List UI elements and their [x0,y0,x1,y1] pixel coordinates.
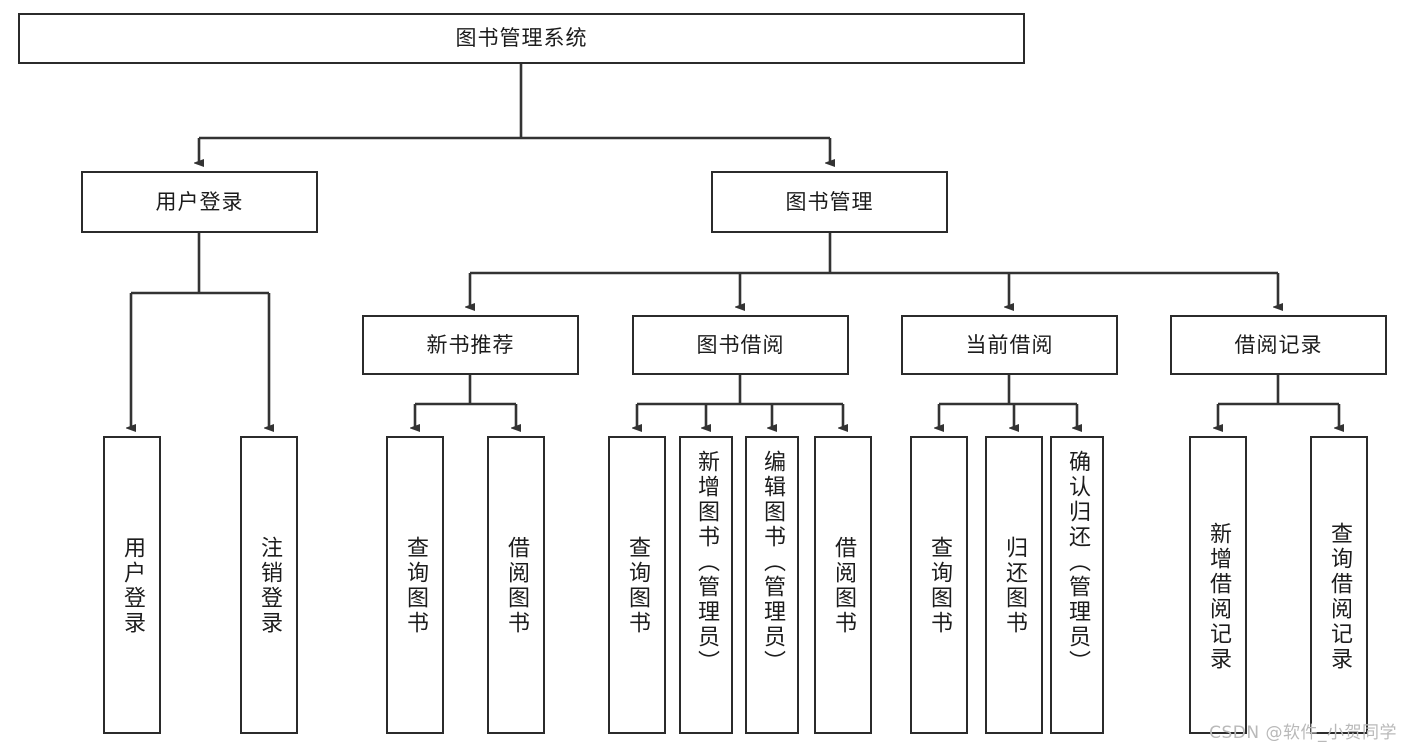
leaf-query-book-2[interactable]: 查询图书 [608,436,666,734]
node-book-borrow-label: 图书借阅 [696,332,785,357]
node-root[interactable]: 图书管理系统 [18,13,1025,64]
leaf-return-book[interactable]: 归还图书 [985,436,1043,734]
node-borrow-record-label: 借阅记录 [1234,332,1323,357]
leaf-logout[interactable]: 注销登录 [240,436,298,734]
leaf-borrow-book-2[interactable]: 借阅图书 [814,436,872,734]
leaf-return-book-label: 归还图书 [1002,536,1027,636]
leaf-query-book-2-label: 查询图书 [625,536,650,636]
node-current-borrow[interactable]: 当前借阅 [901,315,1118,375]
node-root-label: 图书管理系统 [455,26,588,51]
leaf-query-book-1-label: 查询图书 [403,536,428,636]
leaf-query-record-label: 查询借阅记录 [1327,522,1352,672]
leaf-add-record-label: 新增借阅记录 [1206,522,1231,672]
node-user-login[interactable]: 用户登录 [81,171,318,233]
node-book-manage-label: 图书管理 [785,189,874,214]
leaf-add-book[interactable]: 新增图书（管理员） [679,436,733,734]
leaf-query-book-3-label: 查询图书 [927,536,952,636]
node-new-book-rec[interactable]: 新书推荐 [362,315,579,375]
leaf-borrow-book-2-label: 借阅图书 [831,536,856,636]
leaf-borrow-book-1-label: 借阅图书 [504,536,529,636]
node-borrow-record[interactable]: 借阅记录 [1170,315,1387,375]
node-book-borrow[interactable]: 图书借阅 [632,315,849,375]
leaf-query-record[interactable]: 查询借阅记录 [1310,436,1368,734]
node-new-book-rec-label: 新书推荐 [426,332,515,357]
leaf-add-record[interactable]: 新增借阅记录 [1189,436,1247,734]
leaf-user-login[interactable]: 用户登录 [103,436,161,734]
leaf-user-login-label: 用户登录 [120,536,145,636]
leaf-add-book-label: 新增图书（管理员） [694,450,719,675]
leaf-edit-book-label: 编辑图书（管理员） [760,450,785,675]
leaf-edit-book[interactable]: 编辑图书（管理员） [745,436,799,734]
node-book-manage[interactable]: 图书管理 [711,171,948,233]
csdn-watermark: CSDN @软件_小贺同学 [1209,723,1397,743]
leaf-query-book-1[interactable]: 查询图书 [386,436,444,734]
leaf-logout-label: 注销登录 [257,536,282,636]
leaf-borrow-book-1[interactable]: 借阅图书 [487,436,545,734]
node-user-login-label: 用户登录 [155,189,244,214]
leaf-confirm-return-label: 确认归还（管理员） [1065,450,1090,675]
leaf-query-book-3[interactable]: 查询图书 [910,436,968,734]
node-current-borrow-label: 当前借阅 [965,332,1054,357]
leaf-confirm-return[interactable]: 确认归还（管理员） [1050,436,1104,734]
